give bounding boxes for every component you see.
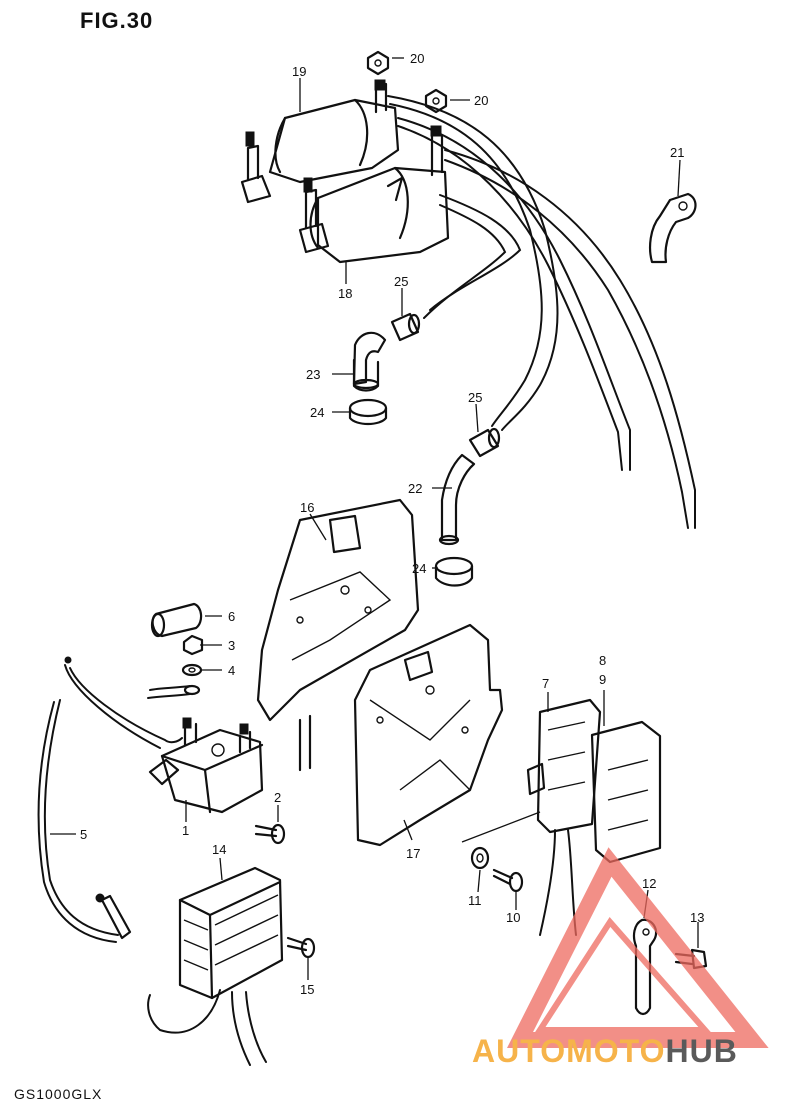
callout-17: 17	[406, 846, 420, 861]
callout-5: 5	[80, 827, 87, 842]
nut-3	[182, 634, 204, 656]
callout-15: 15	[300, 982, 314, 997]
callout-6: 6	[228, 609, 235, 624]
callout-12: 12	[642, 876, 656, 891]
bushing-25-upper	[390, 312, 421, 342]
starter-cable-5	[37, 656, 191, 943]
ignition-coil-18	[298, 125, 450, 264]
callout-3: 3	[228, 638, 235, 653]
regulator-rectifier-14	[147, 866, 284, 1066]
rubber-cap-24-upper	[348, 398, 388, 426]
callout-18: 18	[338, 286, 352, 301]
callout-25-lower: 25	[468, 390, 482, 405]
ignition-coil-19	[240, 79, 400, 204]
bracket-16	[256, 498, 420, 772]
terminal-cover-6	[150, 602, 203, 638]
watermark-text-primary: AUTOMOTO	[472, 1033, 666, 1069]
nut-20-upper	[366, 50, 390, 76]
model-code: GS1000GLX	[14, 1086, 103, 1102]
rubber-cap-24-lower	[434, 556, 474, 587]
high-tension-wires	[387, 95, 696, 529]
callout-16: 16	[300, 500, 314, 515]
clamp-21	[649, 192, 697, 264]
bushing-25-lower	[468, 427, 501, 458]
callout-20-upper: 20	[410, 51, 424, 66]
bolt-2	[254, 823, 286, 845]
watermark-logo	[506, 847, 769, 1048]
plug-cap-22	[438, 453, 476, 546]
callout-2: 2	[274, 790, 281, 805]
callout-13: 13	[690, 910, 704, 925]
screw-15	[286, 936, 316, 959]
callout-24-lower: 24	[412, 561, 426, 576]
callout-11: 11	[468, 893, 482, 908]
callout-24-upper: 24	[310, 405, 324, 420]
callout-21: 21	[670, 145, 684, 160]
washer-small	[183, 684, 201, 696]
callout-14: 14	[212, 842, 226, 857]
figure-title: FIG.30	[80, 8, 154, 33]
callout-22: 22	[408, 481, 422, 496]
plug-cap-23	[352, 331, 387, 392]
watermark-text-secondary: HUB	[665, 1033, 738, 1069]
callout-9: 9	[599, 672, 606, 687]
washer-4	[181, 663, 203, 677]
washer-11	[470, 846, 490, 870]
callout-25-upper: 25	[394, 274, 408, 289]
callout-10: 10	[506, 910, 520, 925]
callout-1: 1	[182, 823, 189, 838]
callout-23: 23	[306, 367, 320, 382]
watermark-text: AUTOMOTOHUB	[472, 1033, 738, 1070]
callout-8: 8	[599, 653, 606, 668]
fuse-box-cover-8	[590, 720, 662, 864]
callout-19: 19	[292, 64, 306, 79]
callout-4: 4	[228, 663, 235, 678]
callout-7: 7	[542, 676, 549, 691]
starter-relay-1	[148, 717, 264, 814]
callout-20-lower: 20	[474, 93, 488, 108]
leader-lines	[50, 57, 699, 980]
bracket-17	[353, 623, 504, 847]
screw-10	[492, 868, 524, 893]
